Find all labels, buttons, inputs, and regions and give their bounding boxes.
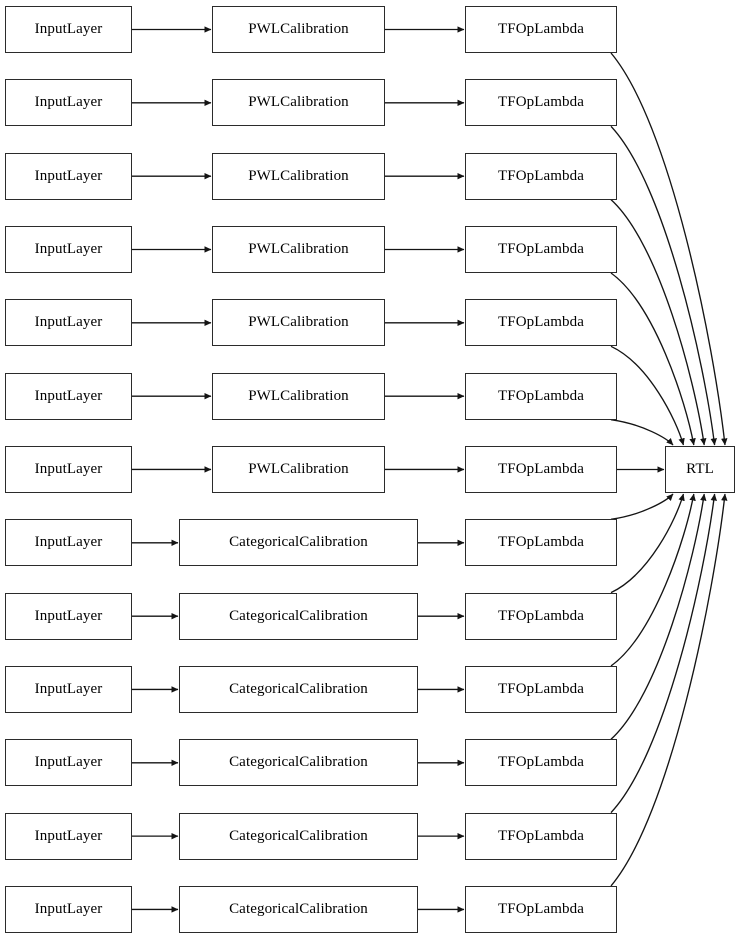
node-label: TFOpLambda (498, 754, 584, 771)
node-tfoplambda-2[interactable]: TFOpLambda (465, 79, 617, 127)
node-categoricalcalibration-13[interactable]: CategoricalCalibration (179, 885, 418, 933)
node-label: TFOpLambda (498, 240, 584, 257)
node-tfoplambda-1[interactable]: TFOpLambda (465, 6, 617, 53)
node-inputlayer-12[interactable]: InputLayer (5, 812, 132, 860)
node-tfoplambda-13[interactable]: TFOpLambda (465, 885, 617, 933)
node-label: InputLayer (34, 534, 103, 551)
node-label: CategoricalCalibration (229, 900, 368, 917)
node-label: CategoricalCalibration (229, 754, 368, 771)
node-tfoplambda-8[interactable]: TFOpLambda (465, 519, 617, 567)
node-inputlayer-4[interactable]: InputLayer (5, 225, 132, 273)
node-categoricalcalibration-10[interactable]: CategoricalCalibration (179, 665, 418, 713)
node-label: TFOpLambda (498, 314, 584, 331)
node-label: TFOpLambda (498, 167, 584, 184)
node-label: InputLayer (34, 607, 103, 624)
node-inputlayer-3[interactable]: InputLayer (5, 152, 132, 200)
node-label: TFOpLambda (498, 900, 584, 917)
node-label: PWLCalibration (248, 167, 349, 184)
node-label: InputLayer (34, 827, 103, 844)
node-rtl-7[interactable]: RTL (665, 446, 735, 493)
node-categoricalcalibration-11[interactable]: CategoricalCalibration (179, 739, 418, 787)
node-tfoplambda-5[interactable]: TFOpLambda (465, 299, 617, 347)
node-tfoplambda-10[interactable]: TFOpLambda (465, 665, 617, 713)
node-label: InputLayer (34, 754, 103, 771)
node-tfoplambda-12[interactable]: TFOpLambda (465, 812, 617, 860)
node-tfoplambda-7[interactable]: TFOpLambda (465, 445, 617, 493)
node-label: InputLayer (34, 680, 103, 697)
node-label: PWLCalibration (248, 21, 349, 37)
node-tfoplambda-9[interactable]: TFOpLambda (465, 592, 617, 640)
node-pwlcalibration-4[interactable]: PWLCalibration (212, 225, 385, 273)
node-pwlcalibration-1[interactable]: PWLCalibration (212, 6, 385, 53)
node-label: InputLayer (34, 460, 103, 477)
node-label: InputLayer (34, 94, 103, 111)
node-label: InputLayer (34, 900, 103, 917)
node-pwlcalibration-3[interactable]: PWLCalibration (212, 152, 385, 200)
node-label: TFOpLambda (498, 680, 584, 697)
node-label: TFOpLambda (498, 827, 584, 844)
node-label: TFOpLambda (498, 534, 584, 551)
node-categoricalcalibration-9[interactable]: CategoricalCalibration (179, 592, 418, 640)
node-tfoplambda-4[interactable]: TFOpLambda (465, 225, 617, 273)
node-label: CategoricalCalibration (229, 607, 368, 624)
node-inputlayer-13[interactable]: InputLayer (5, 885, 132, 933)
node-label: CategoricalCalibration (229, 827, 368, 844)
node-label: PWLCalibration (248, 94, 349, 111)
node-inputlayer-7[interactable]: InputLayer (5, 445, 132, 493)
node-inputlayer-11[interactable]: InputLayer (5, 739, 132, 787)
node-pwlcalibration-7[interactable]: PWLCalibration (212, 445, 385, 493)
node-label: CategoricalCalibration (229, 680, 368, 697)
node-inputlayer-2[interactable]: InputLayer (5, 79, 132, 127)
node-inputlayer-6[interactable]: InputLayer (5, 372, 132, 420)
node-label: InputLayer (34, 314, 103, 331)
node-inputlayer-9[interactable]: InputLayer (5, 592, 132, 640)
node-pwlcalibration-2[interactable]: PWLCalibration (212, 79, 385, 127)
node-inputlayer-8[interactable]: InputLayer (5, 519, 132, 567)
node-categoricalcalibration-12[interactable]: CategoricalCalibration (179, 812, 418, 860)
node-inputlayer-5[interactable]: InputLayer (5, 299, 132, 347)
node-label: InputLayer (34, 387, 103, 404)
node-label: InputLayer (34, 167, 103, 184)
node-inputlayer-10[interactable]: InputLayer (5, 665, 132, 713)
node-tfoplambda-3[interactable]: TFOpLambda (465, 152, 617, 200)
node-pwlcalibration-6[interactable]: PWLCalibration (212, 372, 385, 420)
node-label: CategoricalCalibration (229, 534, 368, 551)
node-inputlayer-1[interactable]: InputLayer (5, 6, 132, 53)
node-tfoplambda-6[interactable]: TFOpLambda (465, 372, 617, 420)
node-categoricalcalibration-8[interactable]: CategoricalCalibration (179, 519, 418, 567)
node-label: TFOpLambda (498, 460, 584, 477)
node-label: TFOpLambda (498, 607, 584, 624)
node-label: TFOpLambda (498, 387, 584, 404)
node-tfoplambda-11[interactable]: TFOpLambda (465, 739, 617, 787)
node-label: TFOpLambda (498, 94, 584, 111)
node-label: PWLCalibration (248, 387, 349, 404)
node-label: RTL (686, 461, 714, 477)
node-label: InputLayer (34, 240, 103, 257)
node-pwlcalibration-5[interactable]: PWLCalibration (212, 299, 385, 347)
node-label: PWLCalibration (248, 314, 349, 331)
node-label: PWLCalibration (248, 460, 349, 477)
node-label: InputLayer (34, 21, 103, 37)
node-label: PWLCalibration (248, 240, 349, 257)
node-label: TFOpLambda (498, 21, 584, 37)
